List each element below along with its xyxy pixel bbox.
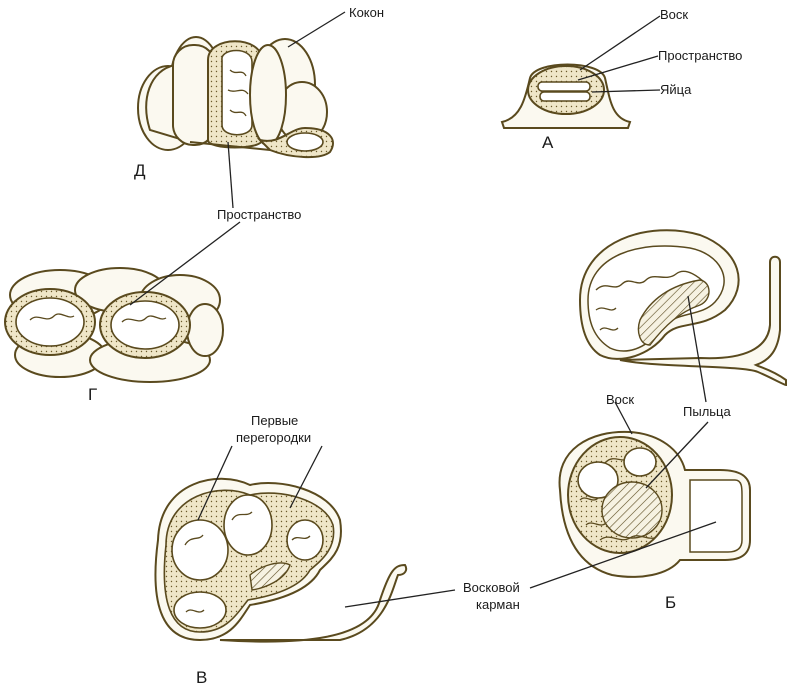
label-prostranstvo-a: Пространство (658, 48, 742, 63)
letter-b: Б (665, 593, 676, 612)
leader-lines (129, 11, 717, 608)
letter-a: А (542, 133, 554, 152)
letter-g: Г (88, 385, 97, 404)
label-voskovoy: Восковой (463, 580, 520, 595)
letter-v: В (196, 668, 207, 687)
label-pervye: Первые (251, 413, 298, 428)
letter-d: Д (134, 161, 146, 180)
figure-b-bottom-cell (558, 430, 751, 578)
figure-a-egg-cell (500, 63, 632, 129)
label-pyltsa: Пыльца (683, 404, 731, 419)
figure-b-top-pollen-pocket (578, 229, 787, 387)
figure-v-cell (154, 477, 408, 643)
figure-d-cocoons (137, 36, 334, 159)
label-yaitsa: Яйца (660, 82, 692, 97)
label-kokon: Кокон (349, 5, 384, 20)
label-peregorodki: перегородки (236, 430, 311, 445)
label-vosk-b: Воск (606, 392, 634, 407)
label-karman: карман (476, 597, 520, 612)
label-prostranstvo-d: Пространство (217, 207, 301, 222)
figure-g-cells (4, 267, 224, 383)
label-vosk-a: Воск (660, 7, 688, 22)
